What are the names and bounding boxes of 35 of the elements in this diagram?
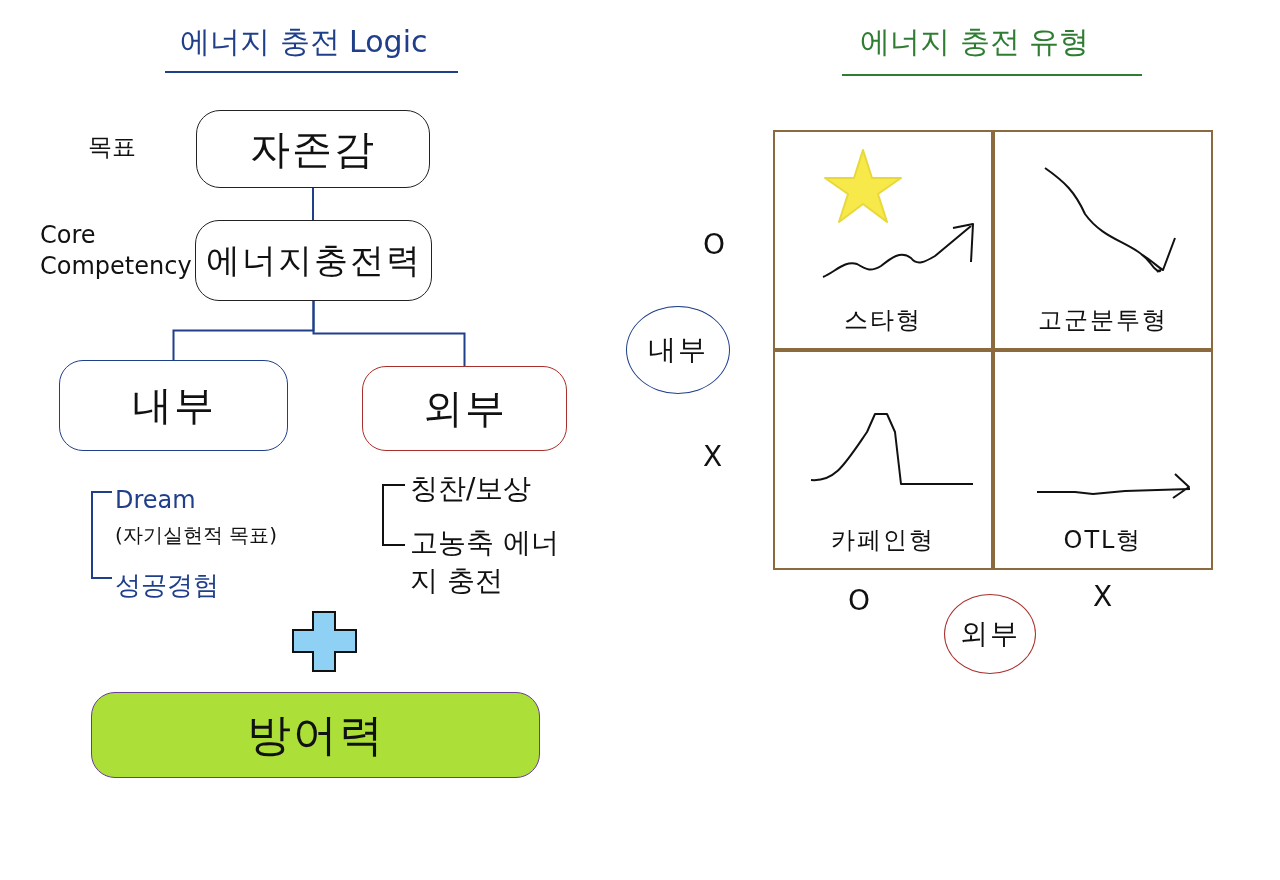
list-item: Dream (115, 485, 196, 516)
box-label: 외부 (422, 384, 507, 433)
quadrant-cell (993, 350, 1213, 570)
box-label: 내부 (131, 381, 216, 430)
connector-line (312, 300, 466, 367)
axis-mark: X (703, 439, 723, 475)
quadrant-cell (993, 130, 1213, 350)
rounded-box (59, 360, 288, 451)
quadrant-cell (773, 350, 993, 570)
cell-label: 고군분투형 (1038, 305, 1168, 336)
axis-mark: X (1093, 579, 1113, 615)
quadrant-cell (773, 130, 993, 350)
cell-label: OTL형 (1063, 525, 1143, 556)
box-label: 방어력 (246, 707, 385, 762)
box-label: 에너지충전력 (205, 238, 422, 282)
box-label: 내부 (648, 332, 708, 368)
rounded-box (362, 366, 567, 451)
cell-label: 스타형 (844, 305, 922, 336)
rounded-box (195, 220, 432, 301)
list-item: 고농축 에너지 충전 (410, 525, 560, 599)
box-label: 외부 (960, 616, 1020, 652)
heading: 에너지 충전 유형 (860, 23, 1090, 61)
box-label: 자존감 (250, 124, 376, 174)
cell-label: 카페인형 (831, 525, 935, 556)
axis-mark: O (703, 227, 726, 263)
side-label: 목표 (88, 132, 137, 163)
title: 에너지 충전 Logic (180, 23, 428, 61)
connector-line (312, 187, 314, 221)
side-label: Core Competency (40, 220, 190, 283)
rounded-box (91, 692, 540, 778)
list-item: 칭찬/보상 (410, 471, 532, 507)
axis-mark: O (848, 583, 871, 619)
list-item: (자기실현적 목표) (115, 522, 277, 549)
rounded-box (196, 110, 430, 188)
list-item: 성공경험 (115, 569, 219, 602)
